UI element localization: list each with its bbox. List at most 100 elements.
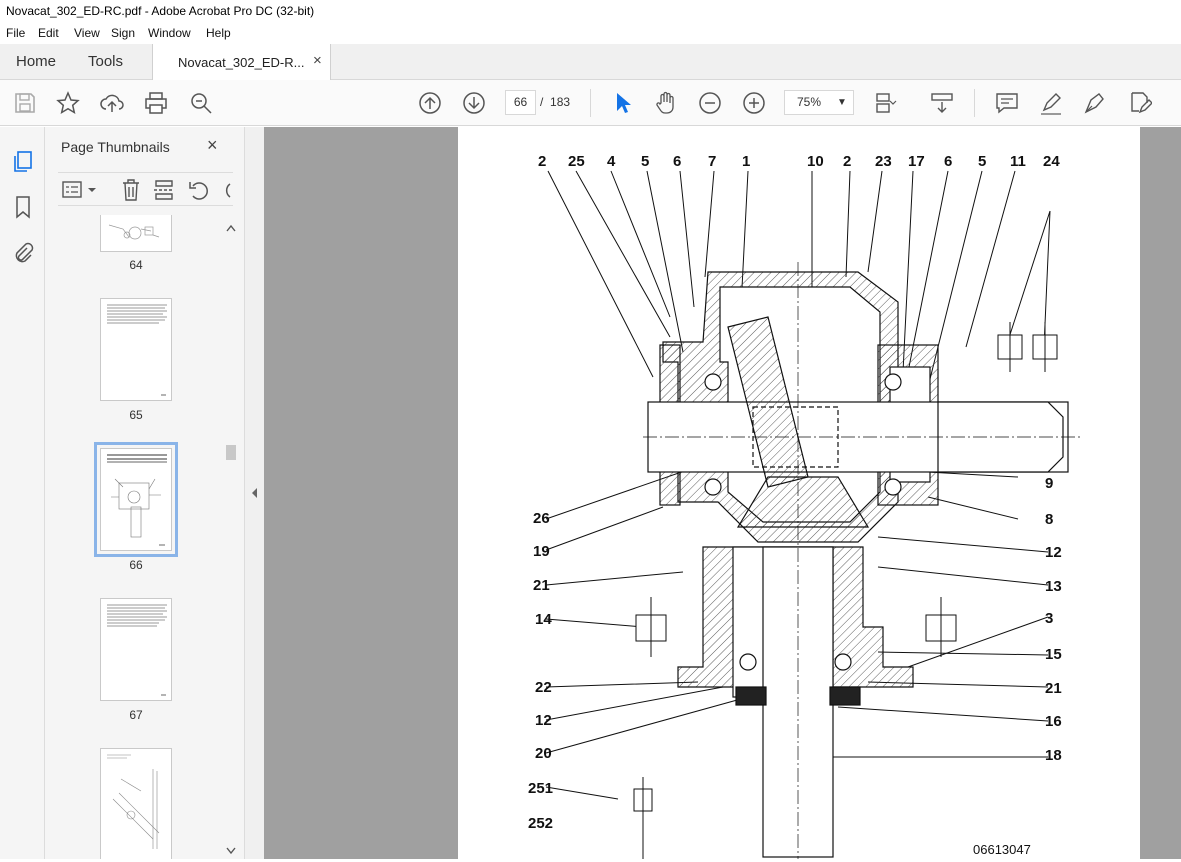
delete-page-icon[interactable] [120,178,142,202]
menu-file[interactable]: File [6,26,26,40]
draw-sign-icon[interactable] [1082,90,1108,116]
zoom-level-value: 75% [797,95,822,109]
gearbox-housing [647,271,1069,858]
thumbnail-page-65[interactable] [100,298,172,401]
scroll-mode-icon[interactable] [929,90,955,116]
zoom-search-icon[interactable] [188,90,214,116]
menu-help[interactable]: Help [206,26,231,40]
main-toolbar: 66 / 183 75% ▼ [0,80,1181,126]
menu-window[interactable]: Window [148,26,191,40]
menu-view[interactable]: View [74,26,100,40]
callout: 16 [1045,713,1062,730]
close-tab-icon[interactable]: × [313,52,322,69]
menu-sign[interactable]: Sign [111,26,136,40]
callout: 22 [535,679,552,696]
thumbnail-label: 67 [129,708,143,722]
thumbnail-label: 66 [129,558,143,572]
document-canvas[interactable]: 2 25 4 5 6 7 1 10 2 23 17 6 5 11 24 [264,127,1181,859]
thumbnail-label: 64 [129,258,143,272]
callout: 6 [673,153,681,170]
bookmarks-icon[interactable] [10,194,36,220]
callout: 11 [1010,153,1026,170]
print-icon[interactable] [143,90,169,116]
callout: 12 [535,712,552,729]
callout: 25 [568,153,585,170]
upload-cloud-icon[interactable] [99,90,125,116]
chevron-down-icon: ▼ [837,97,847,108]
bolt-symbols [633,322,1058,859]
callout: 7 [708,153,716,170]
page-thumbnails-icon[interactable] [10,148,36,174]
menu-edit[interactable]: Edit [38,26,59,40]
thumbnail-page-68[interactable] [100,748,172,859]
panel-collapse-handle[interactable] [245,127,264,859]
bookmark-star-icon[interactable] [55,90,81,116]
highlight-pen-icon[interactable] [1038,90,1064,116]
callout: 252 [528,815,553,832]
zoom-level-select[interactable]: 75% ▼ [784,90,854,115]
total-pages: 183 [550,95,571,109]
callout: 26 [533,510,550,527]
callout: 23 [875,153,892,170]
callout: 8 [1045,511,1053,528]
tab-tools[interactable]: Tools [88,53,124,70]
thumbnail-list: 64 65 66 67 [45,215,245,859]
leader-lines [545,170,1051,800]
attachments-icon[interactable] [10,239,36,265]
callout: 21 [1045,680,1062,697]
centre-lines [643,262,1083,859]
rotate-page-icon[interactable] [187,178,209,202]
comment-icon[interactable] [994,90,1020,116]
callout: 5 [641,153,649,170]
left-navigation-rail [0,127,45,859]
pdf-page: 2 25 4 5 6 7 1 10 2 23 17 6 5 11 24 [458,127,1140,859]
drawing-number: 06613047 [973,842,1031,857]
rotate-clockwise-icon[interactable] [218,178,232,202]
callout: 20 [535,745,552,762]
callout: 17 [908,153,925,170]
callout: 5 [978,153,986,170]
collapse-arrow-icon [252,488,257,498]
toolbar-divider [590,89,591,117]
menu-bar: File Edit View Sign Window Help [0,23,1181,44]
thumbnail-page-64[interactable] [100,215,172,252]
callout: 9 [1045,475,1053,492]
tab-document[interactable]: Novacat_302_ED-R... × [152,44,331,80]
callout: 2 [843,153,851,170]
panel-toolbar [58,172,233,206]
callout: 13 [1045,578,1062,595]
tab-bar: Home Tools Novacat_302_ED-R... × [0,44,1181,80]
callout: 18 [1045,747,1062,764]
window-title: Novacat_302_ED-RC.pdf - Adobe Acrobat Pr… [6,4,315,18]
save-icon[interactable] [12,90,38,116]
gearbox-exploded-drawing: 2 25 4 5 6 7 1 10 2 23 17 6 5 11 24 [528,153,1083,859]
next-page-icon[interactable] [461,90,487,116]
panel-scrollbar[interactable] [225,222,237,859]
page-count-label: / 183 [540,95,570,109]
callout: 21 [533,577,550,594]
tab-home[interactable]: Home [16,53,57,70]
thumbnail-page-67[interactable] [100,598,172,701]
zoom-out-icon[interactable] [697,90,723,116]
extract-pages-icon[interactable] [153,178,175,202]
page-number-input[interactable]: 66 [505,90,536,115]
thumbnail-label: 65 [129,408,143,422]
callout: 2 [538,153,546,170]
page-display-icon[interactable] [873,90,899,116]
edit-pdf-icon[interactable] [1126,90,1153,116]
title-bar: Novacat_302_ED-RC.pdf - Adobe Acrobat Pr… [0,0,1181,23]
callout: 14 [535,611,552,628]
hand-tool-icon[interactable] [653,90,679,116]
callout: 3 [1045,610,1053,627]
thumbnail-page-66[interactable] [94,442,178,557]
options-menu-icon[interactable] [61,178,101,202]
close-panel-icon[interactable]: × [207,135,218,155]
page-separator: / [540,95,544,109]
callout: 24 [1043,153,1060,170]
zoom-in-icon[interactable] [741,90,767,116]
select-cursor-icon[interactable] [609,90,635,116]
callout: 1 [742,153,750,170]
previous-page-icon[interactable] [417,90,443,116]
callout: 6 [944,153,952,170]
callout: 251 [528,780,553,797]
